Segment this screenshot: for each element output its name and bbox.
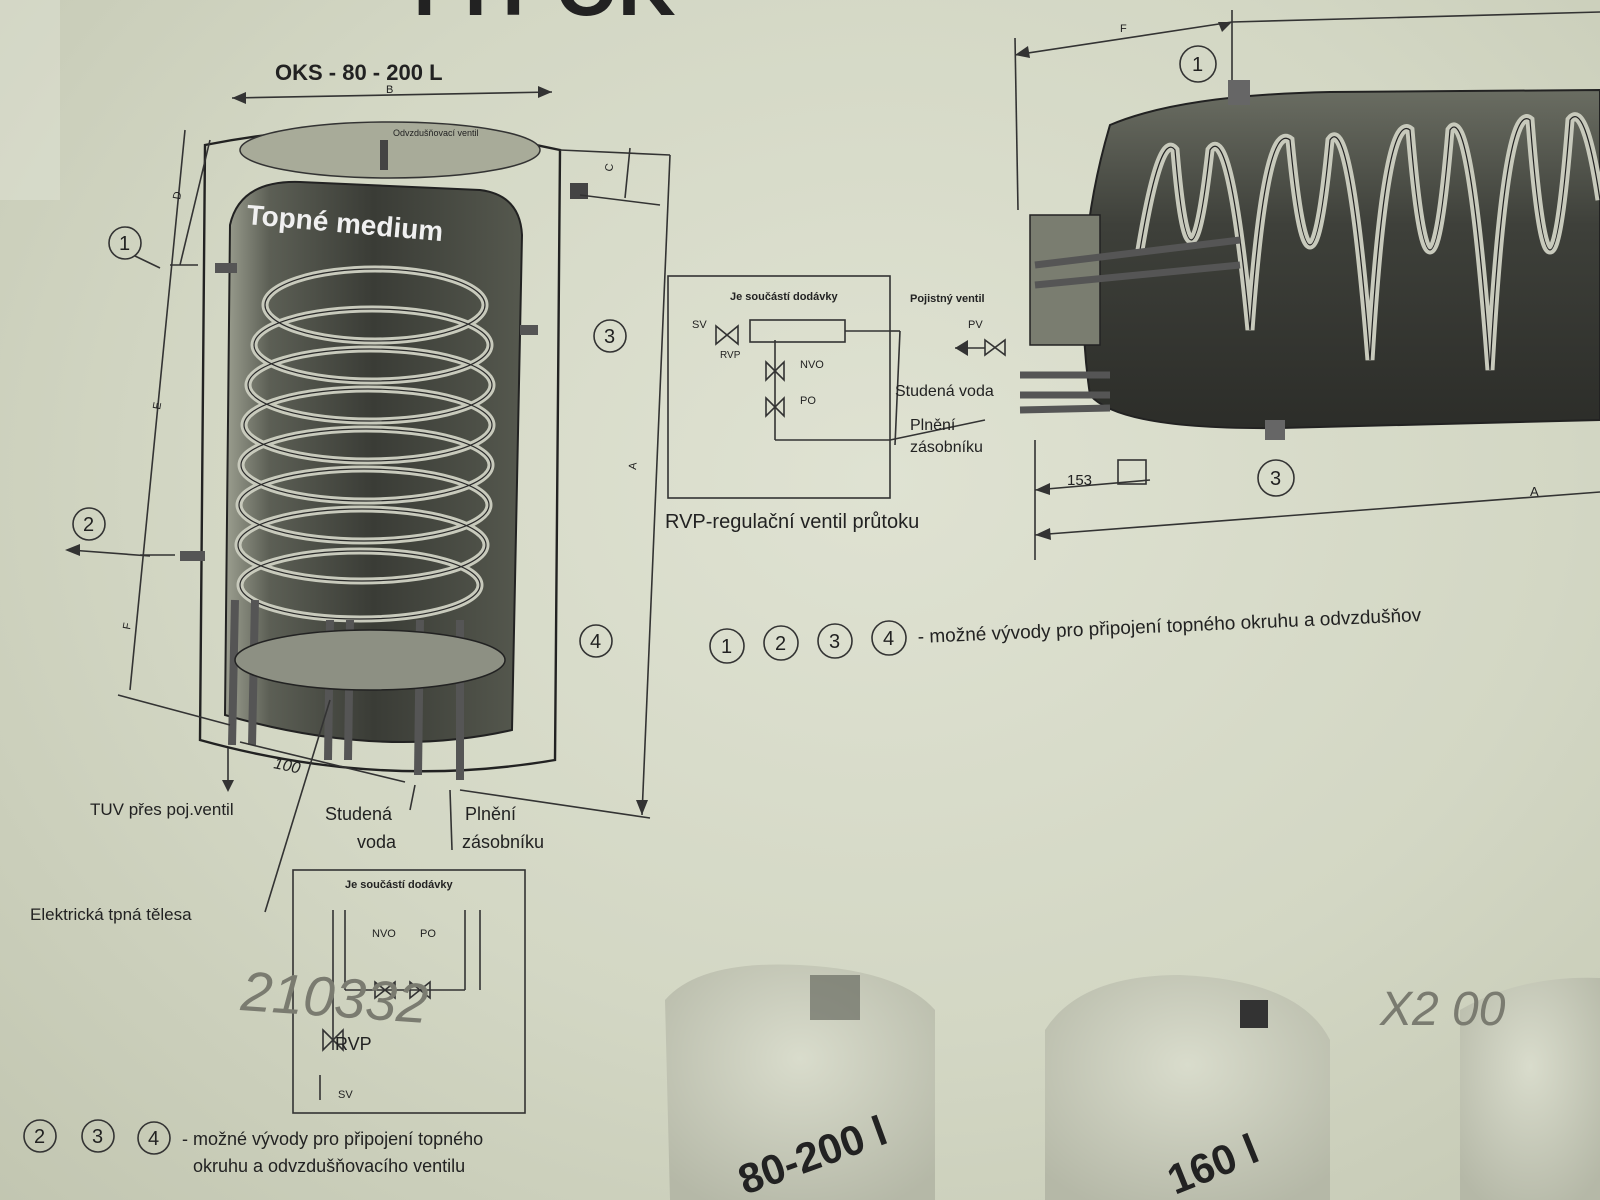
dim-153: 153	[1067, 472, 1092, 489]
supply-schematic-left: Je součástí dodávky NVO PO RVP SV	[292, 869, 526, 1114]
svg-text:- možné vývody pro připojení t: - možné vývody pro připojení topného okr…	[917, 605, 1422, 648]
port-3-right: 3	[1257, 459, 1295, 497]
svg-text:Je součástí dodávky: Je součástí dodávky	[345, 879, 453, 891]
dim-a-left: A	[627, 461, 640, 470]
supply-schematic-middle: Je součástí dodávky SV RVP NVO PO RVP-re…	[665, 275, 919, 533]
label-pojistny: Pojistný ventil	[910, 293, 985, 305]
legend-left: 2 3 4 - možné vývody pro připojení topné…	[23, 1119, 483, 1176]
label-plneni-2: zásobníku	[462, 832, 544, 852]
svg-text:PO: PO	[800, 395, 816, 407]
legend-right: 1 2 3 4 - možné vývody pro připojení top…	[709, 605, 1422, 664]
svg-text:NVO: NVO	[800, 359, 824, 371]
svg-text:4: 4	[148, 1128, 159, 1150]
port-4-left: 4	[579, 624, 613, 658]
svg-text:2: 2	[83, 514, 94, 536]
svg-text:NVO: NVO	[372, 928, 396, 940]
handwritten-left: 210332	[238, 959, 430, 1035]
dim-d: D	[171, 191, 184, 201]
port-2-left: 2	[65, 507, 151, 557]
rvp-caption: RVP-regulační ventil průtoku	[665, 511, 919, 533]
port-3-left: 3	[593, 319, 627, 353]
label-elektricka: Elektrická tpná tělesa	[30, 905, 192, 924]
label-studena-1: Studená	[325, 804, 393, 824]
vertical-tank-drawing: OKS - 80 - 200 L B Odvzdušňovací ventil …	[23, 60, 671, 1176]
svg-text:RVP: RVP	[720, 350, 741, 361]
svg-text:2: 2	[775, 633, 786, 655]
vent-label-top: Odvzdušňovací ventil	[393, 128, 479, 138]
svg-text:- možné vývody pro připojení t: - možné vývody pro připojení topného	[182, 1129, 483, 1149]
svg-text:4: 4	[883, 628, 894, 650]
svg-text:3: 3	[604, 326, 615, 348]
svg-text:Je součástí dodávky: Je součástí dodávky	[730, 291, 838, 303]
port-1-right: 1	[1179, 45, 1217, 83]
svg-text:1: 1	[119, 233, 130, 255]
label-plneni-right-1: Plnění	[910, 417, 956, 434]
model-label: OKS - 80 - 200 L	[275, 60, 443, 85]
label-tuv: TUV přes poj.ventil	[90, 800, 234, 819]
dim-a-right: A	[1530, 484, 1539, 499]
label-plneni-right-2: zásobníku	[910, 439, 983, 456]
svg-text:okruhu a odvzdušňovacího venti: okruhu a odvzdušňovacího ventilu	[193, 1156, 465, 1176]
svg-text:3: 3	[829, 631, 840, 653]
label-studena-2: voda	[357, 832, 397, 852]
svg-text:2: 2	[34, 1126, 45, 1148]
dim-b: B	[386, 84, 393, 96]
label-plneni-1: Plnění	[465, 804, 516, 824]
port-1-left: 1	[108, 226, 161, 269]
svg-text:PO: PO	[420, 928, 436, 940]
dim-f-left: F	[121, 622, 134, 631]
dim-c: C	[603, 163, 616, 173]
svg-text:RVP: RVP	[335, 1034, 372, 1054]
page-title-partial: TYPOK	[400, 0, 676, 32]
svg-text:1: 1	[721, 636, 732, 658]
dim-100: 100	[272, 755, 302, 777]
label-pv: PV	[968, 319, 983, 331]
svg-text:3: 3	[92, 1126, 103, 1148]
dim-f-right: F	[1120, 23, 1127, 35]
label-studena-voda: Studená voda	[895, 383, 994, 400]
handwritten-right: X2 00	[1379, 983, 1506, 1036]
svg-text:SV: SV	[338, 1089, 353, 1101]
svg-text:1: 1	[1192, 54, 1203, 76]
dim-e: E	[151, 401, 164, 410]
svg-text:SV: SV	[692, 319, 707, 331]
horizontal-tank-drawing: F 1 Pojistný ventil PV	[709, 10, 1600, 664]
product-photos: 80-200 l 160 l X2 00	[665, 964, 1600, 1200]
svg-text:3: 3	[1270, 468, 1281, 490]
svg-text:4: 4	[590, 631, 601, 653]
